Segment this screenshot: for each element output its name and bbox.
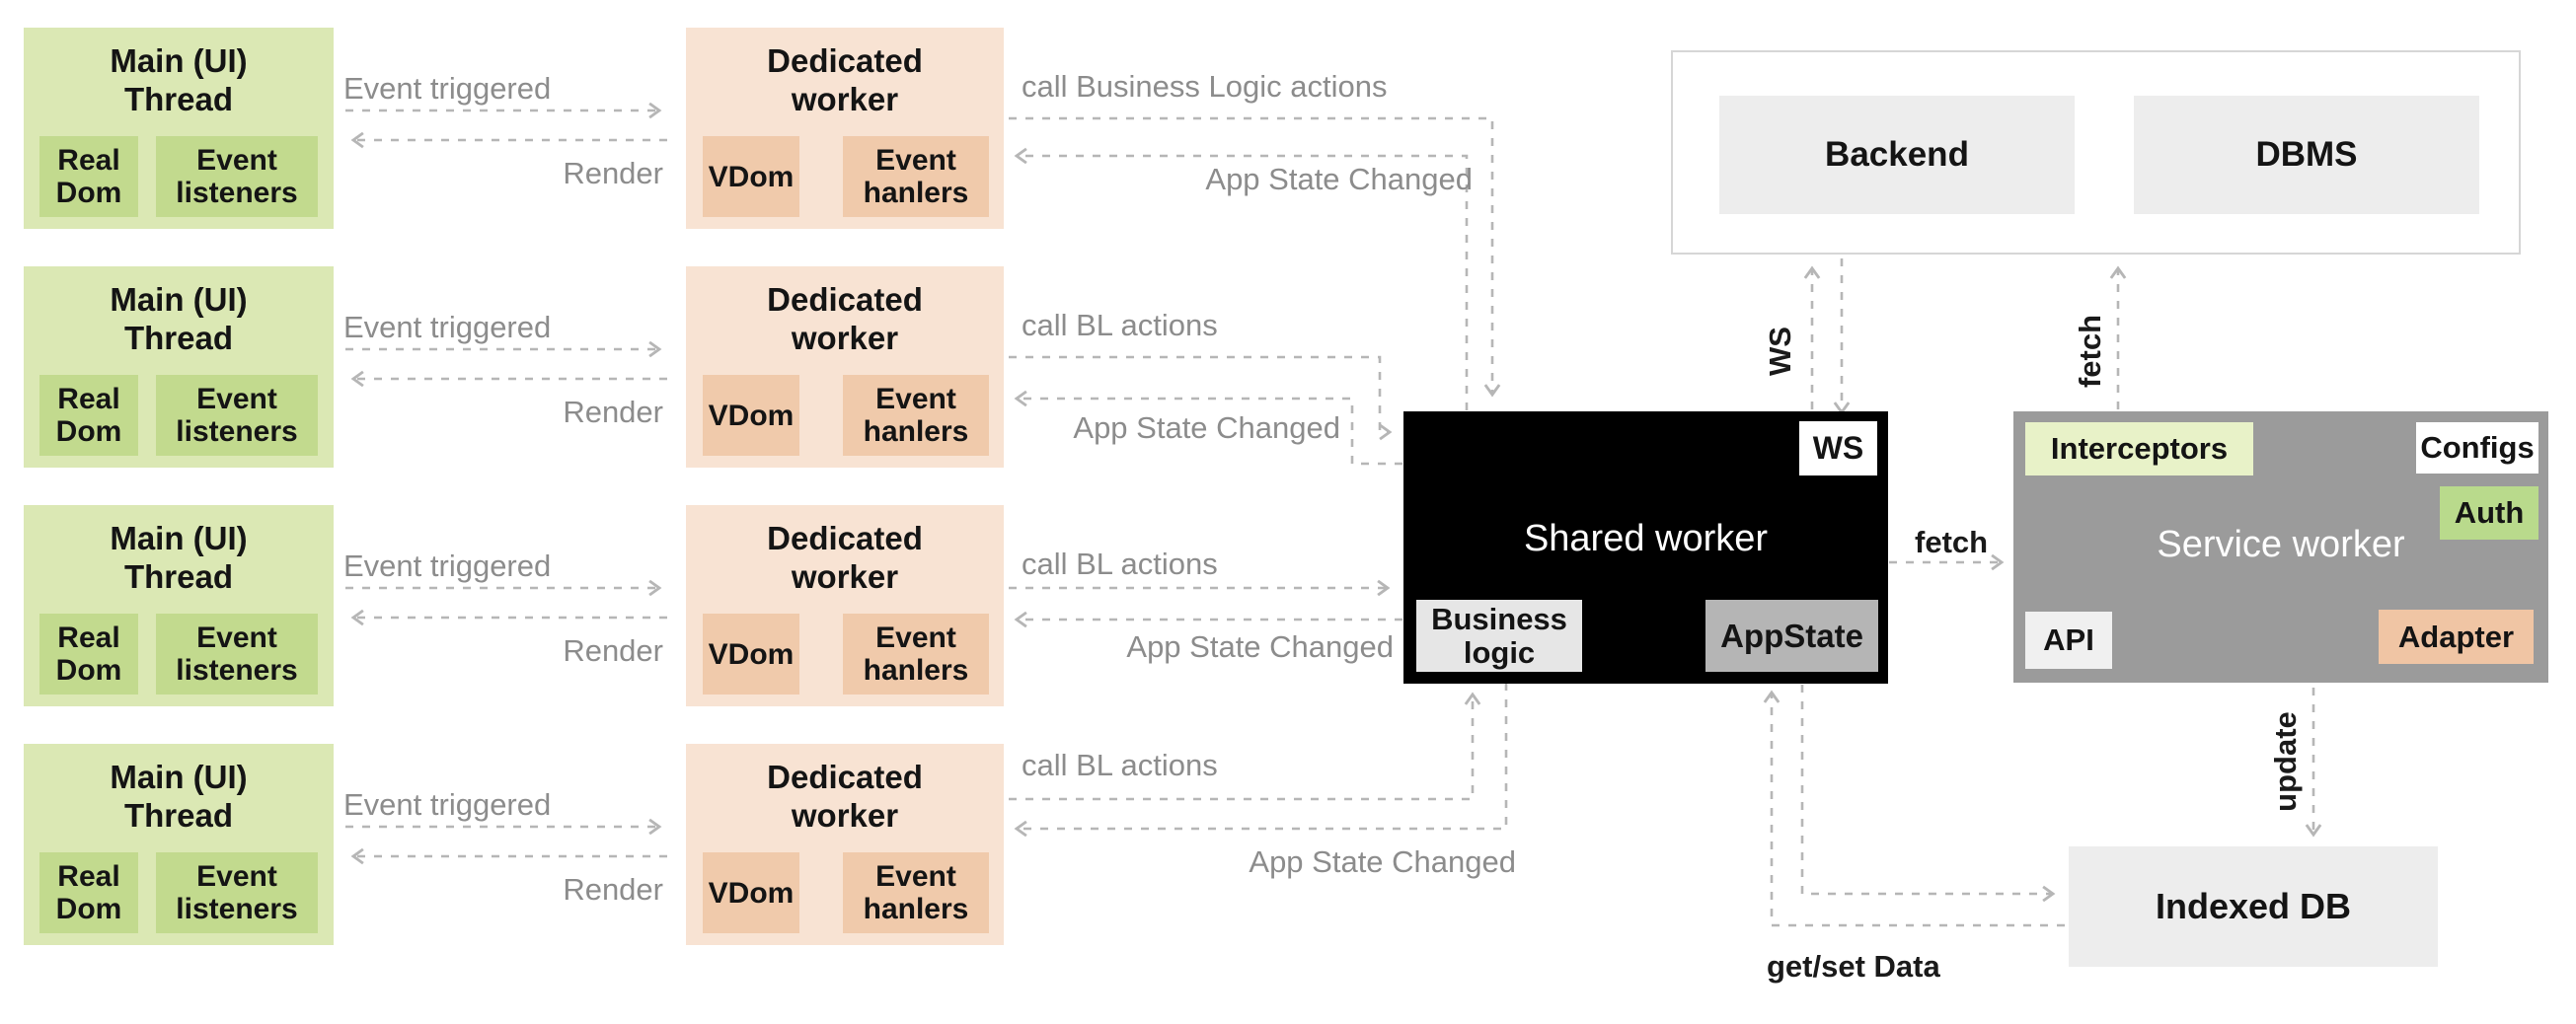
dedicated-worker-title: Dedicated worker (767, 281, 923, 356)
event-handlers-box: Event hanlers (843, 375, 989, 456)
call-bl-label: call Business Logic actions (1022, 69, 1388, 104)
render-label: Render (563, 872, 663, 907)
arrow-getset-down (1800, 685, 2056, 903)
dedicated-worker-title: Dedicated worker (767, 759, 923, 834)
event-listeners-box: Event listeners (156, 614, 318, 695)
event-triggered-label: Event triggered (343, 787, 552, 822)
fetch-vertical-edge-label: fetch (2073, 314, 2107, 389)
api-chip: API (2025, 612, 2112, 669)
event-listeners-box: Event listeners (156, 852, 318, 933)
event-handlers-box: Event hanlers (843, 614, 989, 695)
configs-chip: Configs (2416, 422, 2538, 474)
service-worker-title: Service worker (2157, 524, 2405, 565)
event-handlers-box: Event hanlers (843, 136, 989, 217)
dedicated-worker-box-1: Dedicated worker VDom Event hanlers (686, 28, 1004, 229)
ws-chip: WS (1799, 421, 1877, 475)
event-listeners-box: Event listeners (156, 375, 318, 456)
event-triggered-label: Event triggered (343, 549, 552, 583)
dedicated-worker-title: Dedicated worker (767, 520, 923, 595)
vdom-box: VDom (703, 852, 799, 933)
render-label: Render (563, 633, 663, 668)
dedicated-worker-box-3: Dedicated worker VDom Event hanlers (686, 505, 1004, 706)
real-dom-box: Real Dom (39, 614, 138, 695)
dedicated-worker-title: Dedicated worker (767, 42, 923, 117)
adapter-chip: Adapter (2379, 610, 2534, 664)
event-triggered-label: Event triggered (343, 310, 552, 344)
vdom-box: VDom (703, 614, 799, 695)
real-dom-box: Real Dom (39, 136, 138, 217)
shared-worker-box: Shared worker WS Business logic AppState (1403, 411, 1888, 684)
main-ui-thread-title: Main (UI) Thread (110, 42, 248, 117)
call-bl-label: call BL actions (1022, 308, 1218, 342)
main-ui-thread-title: Main (UI) Thread (110, 759, 248, 834)
vdom-box: VDom (703, 136, 799, 217)
interceptors-chip: Interceptors (2025, 422, 2253, 475)
business-logic-chip: Business logic (1416, 600, 1582, 672)
main-ui-thread-box-1: Main (UI) Thread Real Dom Event listener… (24, 28, 334, 229)
main-ui-thread-box-4: Main (UI) Thread Real Dom Event listener… (24, 744, 334, 945)
backend-box: Backend (1719, 96, 2075, 214)
main-ui-thread-title: Main (UI) Thread (110, 281, 248, 356)
main-ui-thread-title: Main (UI) Thread (110, 520, 248, 595)
call-bl-label: call BL actions (1022, 748, 1218, 782)
indexed-db-box: Indexed DB (2069, 846, 2438, 967)
call-bl-label: call BL actions (1022, 547, 1218, 581)
render-label: Render (563, 395, 663, 429)
main-ui-thread-box-2: Main (UI) Thread Real Dom Event listener… (24, 266, 334, 468)
shared-worker-title: Shared worker (1523, 518, 1769, 559)
main-ui-thread-box-3: Main (UI) Thread Real Dom Event listener… (24, 505, 334, 706)
app-state-changed-label: App State Changed (1205, 162, 1473, 196)
ws-edge-label: WS (1763, 327, 1797, 376)
arrow-call-bl-4 (1009, 692, 1481, 801)
appstate-chip: AppState (1705, 600, 1878, 672)
event-listeners-box: Event listeners (156, 136, 318, 217)
real-dom-box: Real Dom (39, 852, 138, 933)
update-edge-label: update (2268, 711, 2303, 812)
get-set-data-edge-label: get/set Data (1767, 949, 1940, 984)
real-dom-box: Real Dom (39, 375, 138, 456)
event-handlers-box: Event hanlers (843, 852, 989, 933)
dbms-box: DBMS (2134, 96, 2479, 214)
arrow-getset-up (1763, 690, 2065, 927)
fetch-horizontal-edge-label: fetch (1915, 525, 1989, 559)
arrow-call-bl-1 (1009, 116, 1501, 398)
backend-cluster-box: Backend DBMS (1671, 50, 2521, 255)
render-label: Render (563, 156, 663, 190)
dedicated-worker-box-4: Dedicated worker VDom Event hanlers (686, 744, 1004, 945)
service-worker-box: Service worker Interceptors Configs Auth… (2013, 411, 2548, 683)
app-state-changed-label: App State Changed (1249, 844, 1516, 879)
auth-chip: Auth (2440, 486, 2538, 540)
vdom-box: VDom (703, 375, 799, 456)
dedicated-worker-box-2: Dedicated worker VDom Event hanlers (686, 266, 1004, 468)
app-state-changed-label: App State Changed (1126, 629, 1394, 664)
app-state-changed-label: App State Changed (1073, 410, 1340, 445)
event-triggered-label: Event triggered (343, 71, 552, 106)
